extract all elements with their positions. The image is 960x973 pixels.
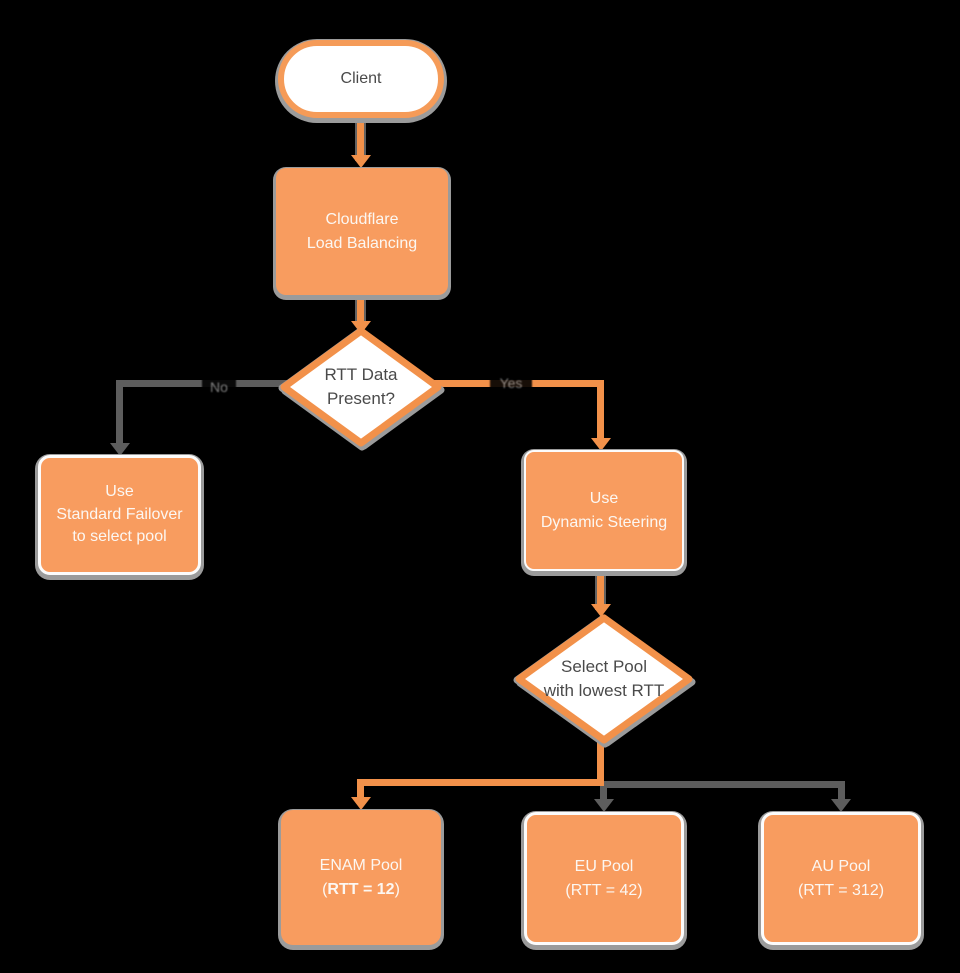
arrowhead-into-lb-icon xyxy=(351,155,371,168)
dynamic-steering-line1: Use xyxy=(589,489,619,507)
node-select-pool-decision: Select Pool with lowest RTT xyxy=(514,613,694,745)
eu-pool-rtt: (RTT = 42) xyxy=(565,881,643,899)
edge-label-yes: Yes xyxy=(490,368,532,398)
edge-steering-to-select-pool xyxy=(597,570,604,608)
select-pool-line1: Select Pool xyxy=(561,657,647,677)
node-enam-pool: ENAM Pool (RTT = 12) xyxy=(281,810,441,945)
standard-failover-line3: to select pool xyxy=(72,528,167,546)
arrowhead-into-standard-failover-icon xyxy=(110,443,130,456)
arrowhead-into-select-pool-icon xyxy=(591,604,611,617)
enam-pool-rtt: (RTT = 12) xyxy=(322,878,400,901)
rtt-decision-line2: Present? xyxy=(326,389,396,408)
edge-label-yes-text: Yes xyxy=(499,375,523,391)
node-standard-failover: Use Standard Failover to select pool xyxy=(38,455,201,575)
client-label: Client xyxy=(340,70,382,87)
enam-pool-name: ENAM Pool xyxy=(319,857,403,875)
diamond-shape-icon xyxy=(515,614,693,744)
rtt-decision-text: RTT Data Present? xyxy=(279,326,443,448)
standard-failover-line1: Use xyxy=(105,483,134,501)
rtt-decision-line1: RTT Data xyxy=(324,365,398,385)
arrowhead-into-eu-pool-icon xyxy=(594,799,614,812)
edge-label-no-text: No xyxy=(210,379,228,395)
edge-select-pool-vertical xyxy=(597,741,604,786)
au-pool-rtt: (RTT = 312) xyxy=(797,881,885,899)
standard-failover-line2: Standard Failover xyxy=(56,505,183,523)
edge-label-no: No xyxy=(202,374,236,400)
arrowhead-into-au-pool-icon xyxy=(831,799,851,812)
edge-yes-vertical xyxy=(597,380,604,442)
diamond-shape-icon xyxy=(280,327,442,447)
edge-client-to-lb xyxy=(357,117,364,159)
node-dynamic-steering: Use Dynamic Steering xyxy=(524,450,684,571)
node-client: Client xyxy=(278,40,444,118)
au-pool-name: AU Pool xyxy=(811,858,871,876)
eu-pool-name: EU Pool xyxy=(574,858,634,876)
dynamic-steering-line2: Dynamic Steering xyxy=(540,513,668,531)
select-pool-text: Select Pool with lowest RTT xyxy=(514,613,694,745)
enam-paren-close: ) xyxy=(394,880,400,898)
arrowhead-into-enam-pool-icon xyxy=(351,797,371,810)
node-au-pool: AU Pool (RTT = 312) xyxy=(761,812,921,945)
edge-no-vertical xyxy=(116,380,123,450)
select-pool-line2: with lowest RTT xyxy=(543,681,665,700)
edge-lb-to-rtt-decision xyxy=(357,295,364,324)
node-eu-pool: EU Pool (RTT = 42) xyxy=(524,812,684,945)
edge-split-gray-horizontal xyxy=(600,781,845,788)
arrowhead-into-dynamic-steering-icon xyxy=(591,438,611,451)
edge-split-orange-horizontal xyxy=(361,779,604,786)
node-cloudflare-load-balancing: Cloudflare Load Balancing xyxy=(276,168,448,295)
edge-into-eu-vertical xyxy=(600,781,607,801)
edge-into-enam-vertical xyxy=(357,779,364,801)
cloudflare-lb-line1: Cloudflare xyxy=(325,210,399,228)
enam-rtt-value: RTT = 12 xyxy=(327,880,395,898)
cloudflare-lb-line2: Load Balancing xyxy=(306,234,418,252)
enam-paren-open: ( xyxy=(322,880,328,898)
node-rtt-data-present-decision: RTT Data Present? xyxy=(279,326,443,448)
edge-into-au-vertical xyxy=(838,781,845,801)
